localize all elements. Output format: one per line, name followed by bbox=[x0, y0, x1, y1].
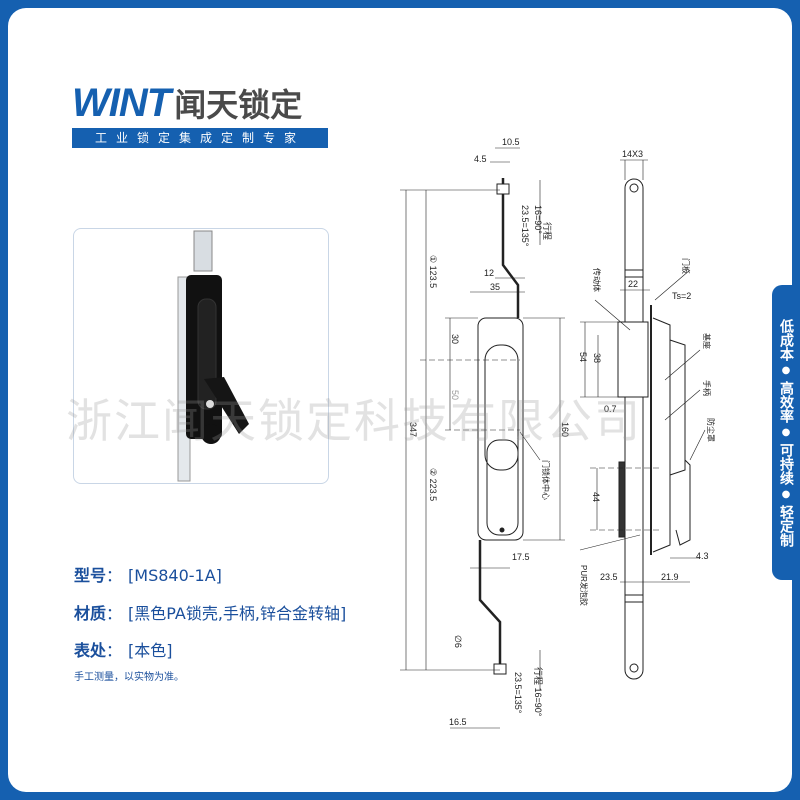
dim-16-5: 16.5 bbox=[449, 717, 467, 727]
dim-223-5: ② 223.5 bbox=[428, 468, 438, 501]
dim-4-3: 4.3 bbox=[696, 551, 709, 561]
feature-item: 高效率 bbox=[778, 380, 794, 423]
spec-value: [黑色PA锁壳,手柄,锌合金转轴] bbox=[128, 604, 347, 623]
travel-bottom: 行程 16=90° bbox=[533, 667, 544, 717]
spec-value: [MS840-1A] bbox=[128, 566, 222, 585]
dim-50: 50 bbox=[450, 390, 460, 400]
dim-10-5: 10.5 bbox=[502, 137, 520, 147]
spec-finish: 表处：[本色] bbox=[74, 641, 173, 660]
bullet-dot-icon: ● bbox=[781, 488, 791, 500]
bullet-dot-icon: ● bbox=[781, 426, 791, 438]
keyhole bbox=[206, 400, 214, 408]
base-label: 基座 bbox=[702, 333, 712, 349]
top-rod bbox=[193, 230, 213, 272]
dim-17-5: 17.5 bbox=[512, 552, 530, 562]
dim-22: 22 bbox=[628, 279, 638, 289]
dim-0-7: 0.7 bbox=[604, 404, 617, 414]
handle-label: 手柄 bbox=[702, 380, 712, 396]
lock-photo-illustration bbox=[177, 230, 249, 482]
bullet-dot-icon: ● bbox=[781, 364, 791, 376]
spec-material: 材质：[黑色PA锁壳,手柄,锌合金转轴] bbox=[74, 604, 347, 623]
dim-38: 38 bbox=[592, 353, 602, 363]
door-lock-center-label: 门锁体中心 bbox=[541, 460, 551, 500]
pur-foam-label: PUR发泡胶 bbox=[579, 565, 589, 606]
cylinder-base bbox=[201, 424, 221, 444]
dim-14x3: 14X3 bbox=[622, 149, 643, 159]
angle-top: 23.5=135° bbox=[520, 205, 530, 247]
side-view-labels: 14X3 传动体 门板 22 Ts=2 基座 54 38 手柄 0.7 防尘罩 … bbox=[578, 149, 716, 606]
feature-item: 轻定制 bbox=[778, 504, 794, 547]
brand-logo: WINT 闻天锁定 bbox=[72, 80, 302, 126]
feature-item: 可持续 bbox=[778, 442, 794, 485]
dim-dia-6: ∅6 bbox=[453, 635, 463, 648]
door-panel-label: 门板 bbox=[681, 258, 691, 274]
measurement-note: 手工测量，以实物为准。 bbox=[74, 672, 184, 683]
feature-side-tab: 低成本 ● 高效率 ● 可持续 ● 轻定制 bbox=[772, 285, 800, 580]
logo-chinese: 闻天锁定 bbox=[174, 86, 303, 124]
tagline: 工业锁定集成定制专家 bbox=[72, 128, 328, 148]
dust-cover-label: 防尘罩 bbox=[706, 418, 716, 442]
spec-value: [本色] bbox=[128, 641, 173, 660]
side-view bbox=[579, 159, 706, 680]
product-photo bbox=[73, 228, 329, 484]
front-view-labels: 10.5 4.5 行程 16=90° 23.5=135° ① 123.5 12 … bbox=[408, 137, 570, 727]
spec-label: 型号 bbox=[74, 566, 107, 585]
drive-body-label: 传动体 bbox=[592, 268, 602, 292]
dim-347: 347 bbox=[408, 422, 418, 437]
travel-top: 16=90° bbox=[533, 205, 543, 234]
dim-123-5: ① 123.5 bbox=[428, 255, 438, 288]
dim-54: 54 bbox=[578, 352, 588, 362]
handle bbox=[204, 377, 249, 434]
dim-30: 30 bbox=[450, 334, 460, 344]
front-view bbox=[400, 147, 565, 729]
dim-160: 160 bbox=[560, 422, 570, 437]
spec-label: 材质 bbox=[74, 604, 107, 623]
dim-44: 44 bbox=[591, 492, 601, 502]
spec-label: 表处 bbox=[74, 641, 107, 660]
dim-12: 12 bbox=[484, 268, 494, 278]
dim-35: 35 bbox=[490, 282, 500, 292]
feature-item: 低成本 bbox=[778, 318, 794, 361]
logo-wordmark: WINT bbox=[72, 80, 171, 125]
dim-21-9: 21.9 bbox=[661, 572, 679, 582]
thickness-ts: Ts=2 bbox=[672, 291, 691, 301]
dim-23-5: 23.5 bbox=[600, 572, 618, 582]
angle-bottom: 23.5=135° bbox=[513, 672, 523, 714]
spec-model: 型号：[MS840-1A] bbox=[74, 566, 222, 585]
travel-label-top: 行程 bbox=[542, 222, 553, 240]
dim-4-5: 4.5 bbox=[474, 154, 487, 164]
